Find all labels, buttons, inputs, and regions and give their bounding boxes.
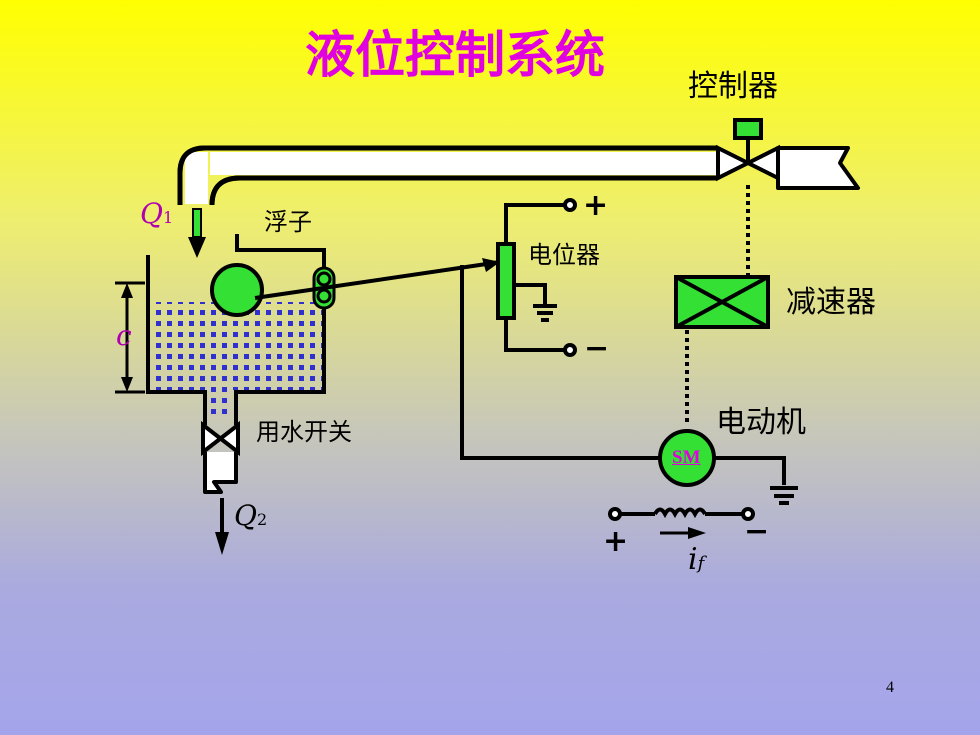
pot-minus-sign: −: [584, 331, 610, 366]
float-label: 浮子: [264, 208, 312, 236]
water-switch-label: 用水开关: [256, 418, 352, 446]
level-label: c: [116, 319, 132, 352]
motor-ground: [714, 456, 798, 505]
motor-label: 电动机: [716, 405, 806, 440]
q2-letter: Q: [234, 499, 257, 532]
q1-subscript: 1: [162, 208, 174, 227]
inflow-arrow: [188, 208, 206, 258]
reducer: [674, 275, 770, 329]
current-letter: i: [688, 542, 698, 577]
q1-label: Q1: [140, 200, 173, 228]
wiper-arrow: [482, 258, 500, 272]
current-arrow: [660, 527, 706, 539]
q2-label: Q2: [234, 502, 267, 530]
potentiometer-label: 电位器: [528, 241, 600, 269]
level-dimension: [115, 281, 145, 394]
float-ball: [210, 263, 264, 317]
q2-subscript: 2: [256, 510, 268, 529]
page-number: 4: [886, 679, 894, 696]
outflow-arrow: [215, 498, 229, 555]
signal-wire: [460, 265, 660, 460]
tank: [146, 255, 326, 425]
inlet-pipe: [177, 145, 718, 206]
q1-letter: Q: [140, 197, 163, 230]
float-guide: [235, 234, 326, 270]
outlet-valve: [201, 420, 240, 494]
lever-arm: [254, 260, 501, 300]
pot-plus-sign: +: [583, 188, 609, 223]
current-label: if: [688, 545, 704, 575]
current-subscript: f: [697, 553, 705, 574]
reducer-label: 减速器: [786, 285, 876, 320]
potentiometer: [496, 198, 577, 357]
mechanical-linkage: [685, 185, 750, 425]
field-winding: [608, 507, 755, 521]
motor-symbol: SM: [672, 447, 701, 468]
slide-title: 液位控制系统: [305, 26, 605, 84]
controller-label: 控制器: [688, 69, 778, 104]
outlet-water: [205, 390, 233, 420]
control-valve: [716, 118, 860, 190]
field-minus-sign: −: [744, 514, 770, 549]
field-plus-sign: +: [603, 524, 629, 559]
